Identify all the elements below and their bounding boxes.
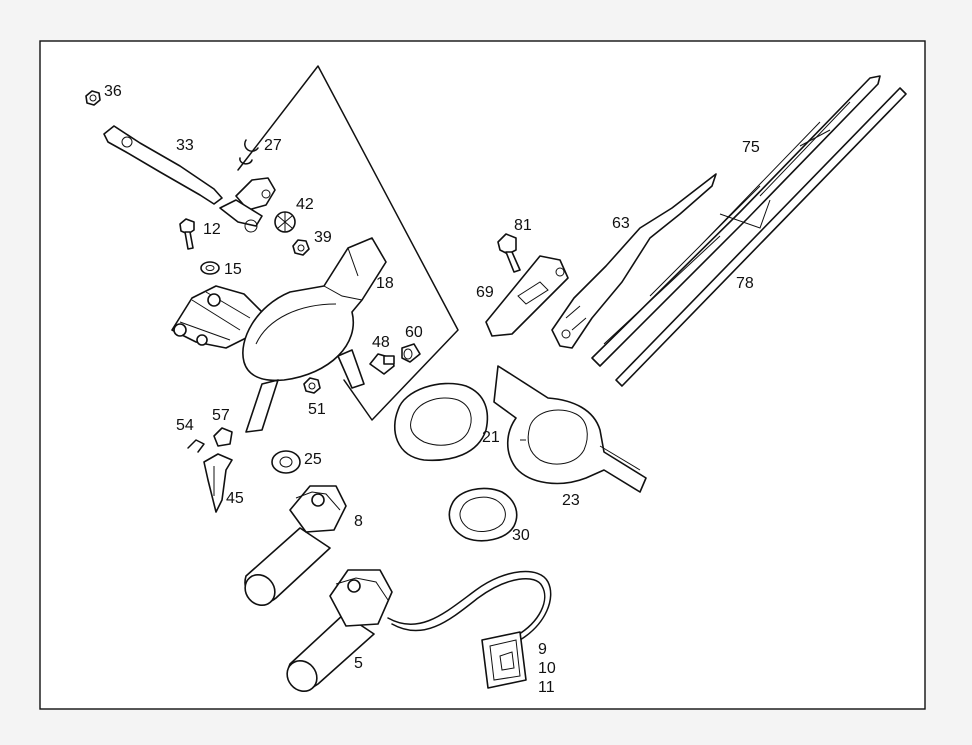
label-69: 69 [476, 284, 494, 301]
part-45-bracket [203, 453, 233, 513]
label-45: 45 [226, 490, 244, 507]
label-23: 23 [562, 492, 580, 509]
part-39-nut [292, 239, 310, 256]
part-27-clip [239, 139, 259, 165]
label-30: 30 [512, 527, 530, 544]
label-48: 48 [372, 334, 390, 351]
part-48-fitting [369, 353, 395, 375]
part-33-linkage-arm [103, 125, 276, 233]
part-30-seal [448, 487, 518, 542]
label-11: 11 [538, 679, 555, 696]
part-54-clip [187, 439, 205, 453]
label-10: 10 [538, 660, 556, 677]
label-81: 81 [514, 217, 532, 234]
label-51: 51 [308, 401, 326, 418]
part-69-cover-cap [485, 255, 569, 337]
label-5: 5 [354, 655, 363, 672]
part-12-bolt [179, 218, 195, 250]
label-15: 15 [224, 261, 242, 278]
label-78: 78 [736, 275, 754, 292]
label-39: 39 [314, 229, 332, 246]
part-42-grommet [274, 211, 296, 233]
linkage-frame [171, 285, 263, 349]
part-18-housing [237, 65, 459, 433]
part-25-grommet [271, 450, 301, 474]
label-36: 36 [104, 83, 122, 100]
label-25: 25 [304, 451, 322, 468]
label-8: 8 [354, 513, 363, 530]
label-57: 57 [212, 407, 230, 424]
part-63-wiper-arm [551, 173, 717, 349]
diagram-frame [39, 40, 926, 710]
part-57-clip [213, 427, 233, 447]
part-81-bolt [497, 233, 521, 273]
part-15-washer [200, 261, 220, 275]
label-27: 27 [264, 137, 282, 154]
part-8-wiper-motor [244, 485, 347, 607]
label-9: 9 [538, 641, 547, 658]
part-23-cowl-cover [493, 365, 647, 493]
part-5-wiper-motor-with-cable [286, 569, 552, 693]
part-75-wiper-blade [591, 75, 881, 367]
label-60: 60 [405, 324, 423, 341]
part-21-boot [394, 382, 489, 462]
label-42: 42 [296, 196, 314, 213]
label-33: 33 [176, 137, 194, 154]
part-9-10-11-connector [481, 631, 527, 689]
part-36-nut [85, 90, 101, 106]
label-63: 63 [612, 215, 630, 232]
part-60-cap [401, 343, 421, 363]
label-21: 21 [482, 429, 500, 446]
label-18: 18 [376, 275, 394, 292]
part-51-nut [303, 377, 321, 394]
label-12: 12 [203, 221, 221, 238]
label-75: 75 [742, 139, 760, 156]
label-54: 54 [176, 417, 194, 434]
part-78-blade-insert [615, 87, 907, 387]
